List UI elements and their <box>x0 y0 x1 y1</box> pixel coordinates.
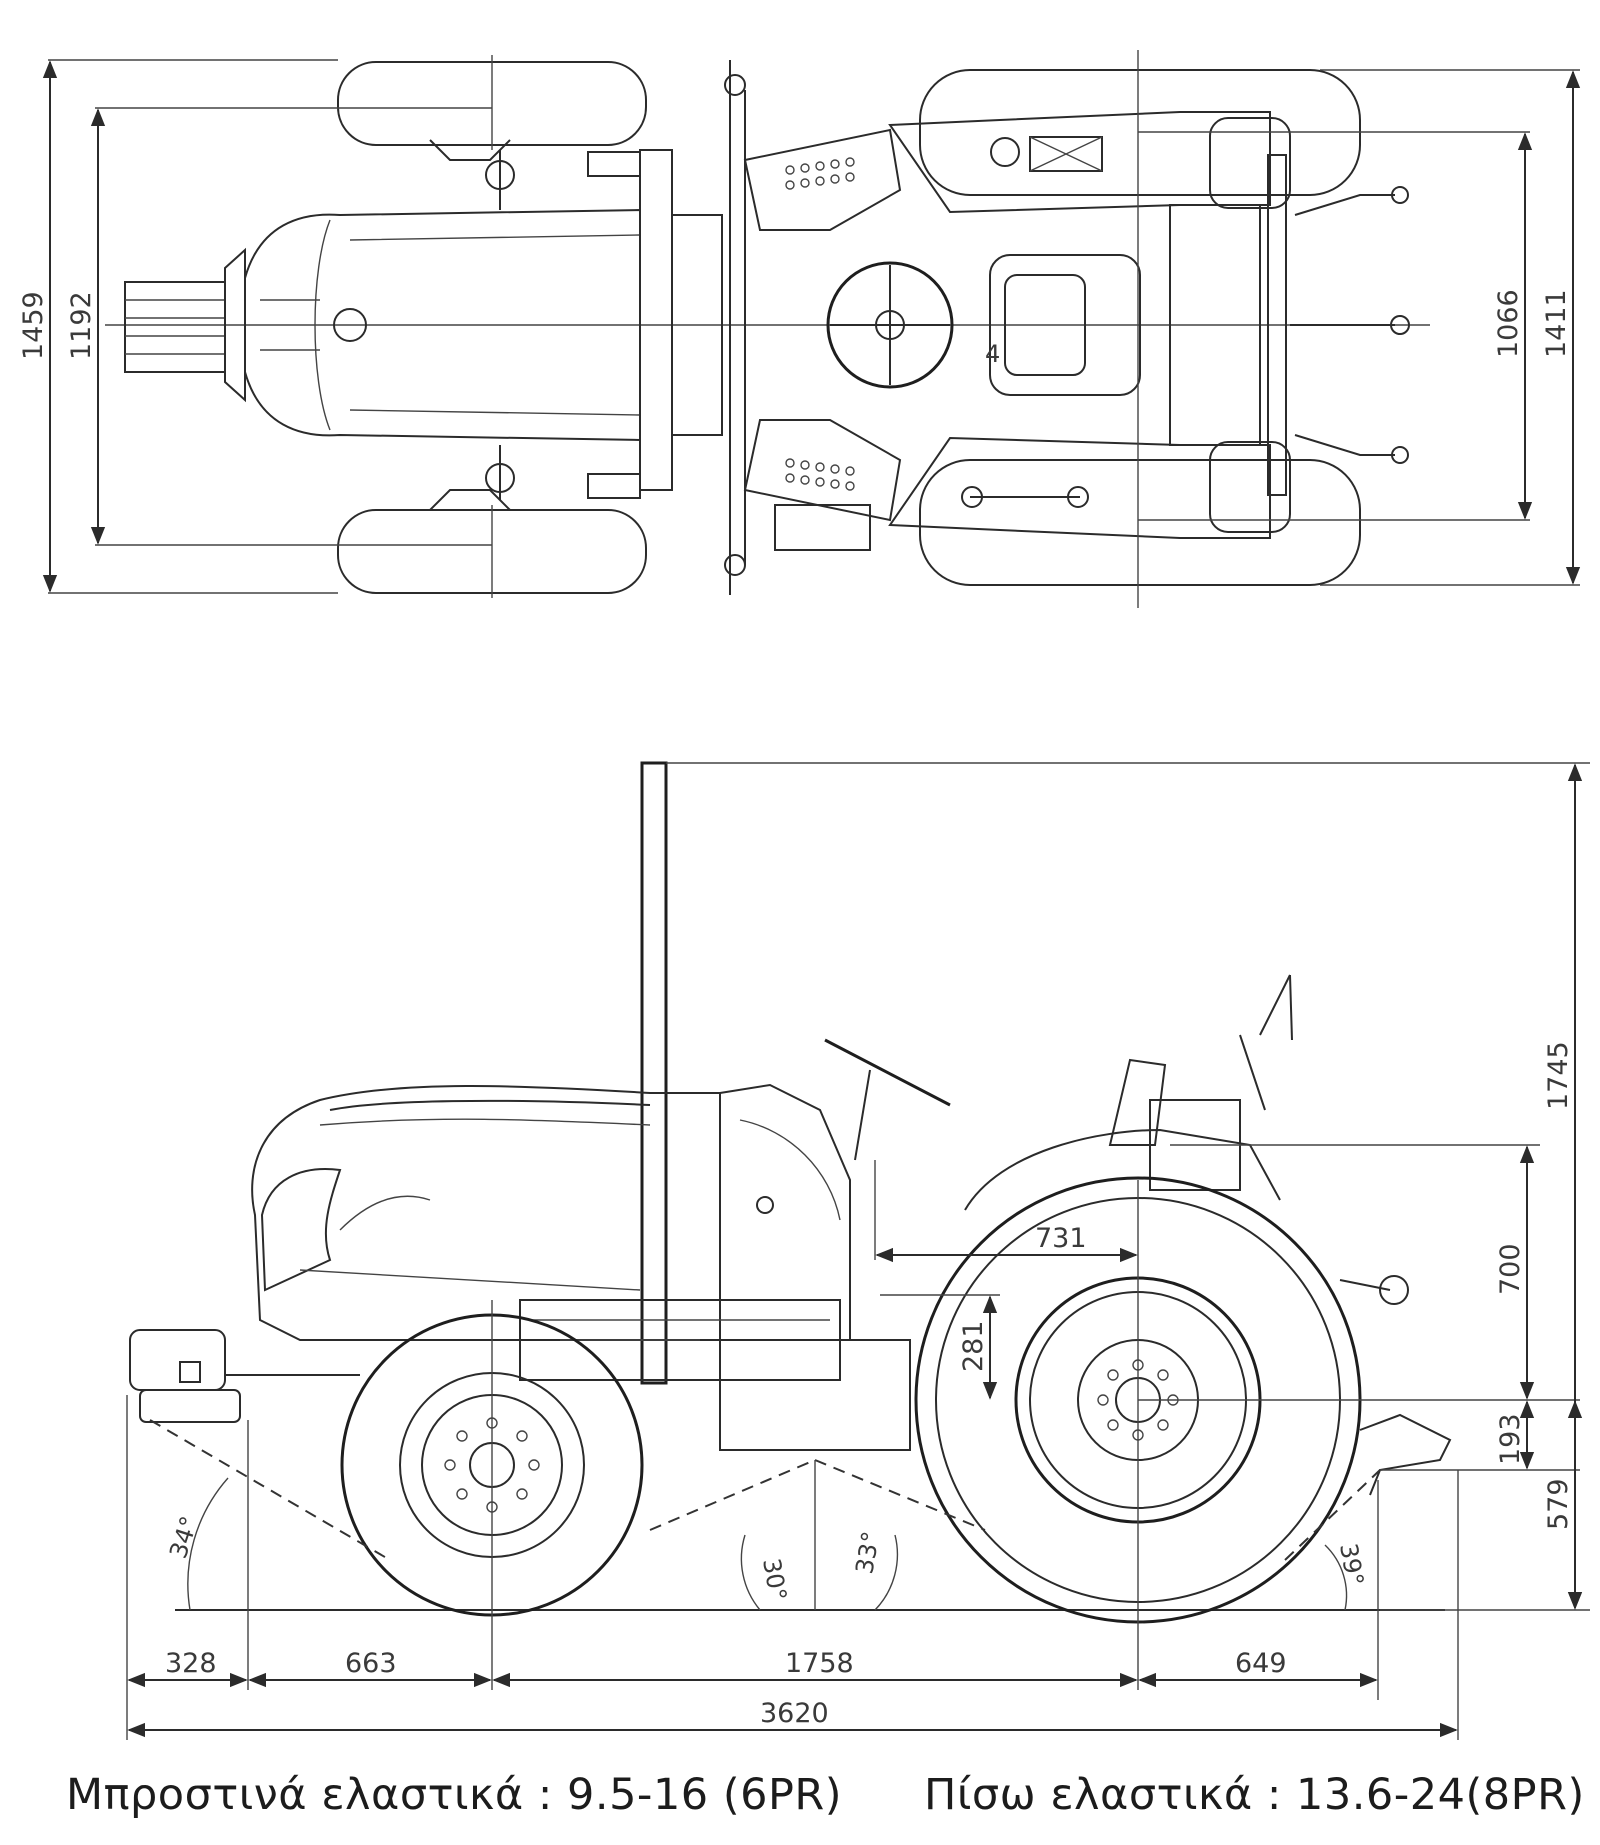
top-view-dimensions: 1459 1192 1066 1411 <box>18 59 1581 594</box>
dim-1411: 1411 <box>1541 289 1572 358</box>
rear-tires-caption: Πίσω ελαστικά : 13.6-24(8PR) <box>924 1770 1585 1820</box>
angle-mid-front: 30° <box>757 1556 792 1603</box>
dim-1745: 1745 <box>1543 1041 1574 1110</box>
dim-731: 731 <box>1035 1223 1087 1254</box>
dim-1758: 1758 <box>785 1648 854 1679</box>
clearance-angles: 34° 30° 33° 39° <box>164 1513 1369 1603</box>
dim-700: 700 <box>1495 1243 1526 1295</box>
dim-193: 193 <box>1495 1413 1526 1465</box>
dim-281: 281 <box>958 1320 989 1372</box>
dim-3620: 3620 <box>760 1698 829 1729</box>
angle-front-approach: 34° <box>164 1513 204 1562</box>
dim-1192: 1192 <box>66 291 97 360</box>
dim-328: 328 <box>165 1648 217 1679</box>
dim-1066: 1066 <box>1493 289 1524 358</box>
angle-rear-departure: 39° <box>1334 1541 1369 1588</box>
side-view-dimensions: 1745 700 193 579 731 281 328 663 1758 <box>126 762 1590 1740</box>
dim-1459: 1459 <box>18 291 49 360</box>
angle-mid-rear: 33° <box>850 1529 885 1576</box>
svg-text:4: 4 <box>985 340 1000 368</box>
dim-663: 663 <box>345 1648 397 1679</box>
dim-579: 579 <box>1543 1478 1574 1530</box>
dim-649: 649 <box>1235 1648 1287 1679</box>
front-tires-caption: Μπροστινά ελαστικά : 9.5-16 (6PR) <box>66 1770 843 1820</box>
tractor-top-view: 4 <box>105 50 1430 608</box>
